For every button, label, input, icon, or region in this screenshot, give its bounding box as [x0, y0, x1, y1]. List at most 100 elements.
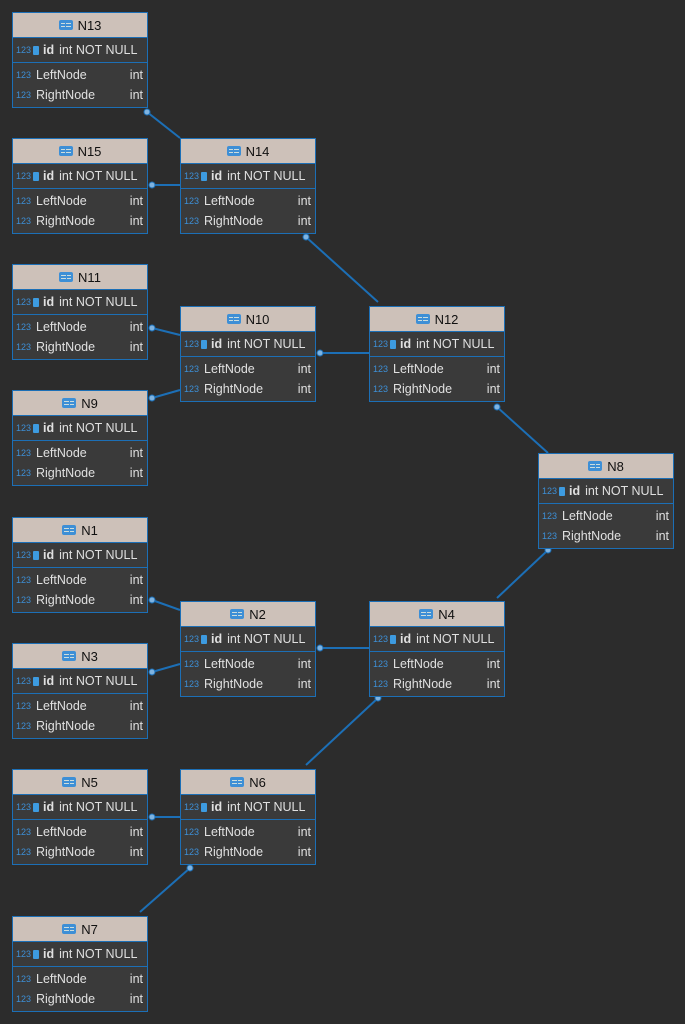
table-header[interactable]: N2	[181, 602, 315, 627]
table-header[interactable]: N4	[370, 602, 504, 627]
table-header[interactable]: N13	[13, 13, 147, 38]
table-header[interactable]: N8	[539, 454, 673, 479]
table-header[interactable]: N14	[181, 139, 315, 164]
column-type: int	[129, 972, 143, 986]
numeric-type-icon: 123	[184, 679, 200, 689]
column-name: id	[43, 421, 55, 435]
table-header[interactable]: N7	[13, 917, 147, 942]
table-name: N4	[438, 606, 455, 622]
relation-line-n12-n8[interactable]	[496, 406, 549, 454]
relation-line-n6-n4[interactable]	[305, 697, 379, 766]
relation-line-n14-n12[interactable]	[305, 236, 379, 303]
table-header[interactable]: N11	[13, 265, 147, 290]
column-name: LeftNode	[204, 657, 255, 671]
table-header[interactable]: N15	[13, 139, 147, 164]
relation-line-n1-n2[interactable]	[151, 599, 181, 611]
column-type: int	[129, 214, 143, 228]
table-header[interactable]: N5	[13, 770, 147, 795]
relation-line-n4-n8[interactable]	[496, 549, 549, 599]
column-type: int	[297, 362, 311, 376]
column-type: int	[129, 320, 143, 334]
relation-endpoint-dot	[148, 324, 156, 332]
column-type: int	[129, 68, 143, 82]
relation-line-n3-n2[interactable]	[151, 663, 181, 673]
relation-line-n13-n14[interactable]	[146, 111, 181, 139]
relation-line-n9-n10[interactable]	[151, 389, 181, 399]
relation-endpoint-dot	[148, 813, 156, 821]
table-header[interactable]: N1	[13, 518, 147, 543]
table-header[interactable]: N6	[181, 770, 315, 795]
relation-line-n11-n10[interactable]	[151, 327, 181, 336]
table-header[interactable]: N3	[13, 644, 147, 669]
table-header[interactable]: N9	[13, 391, 147, 416]
column-name: id	[400, 337, 412, 351]
numeric-type-icon: 123	[16, 676, 32, 686]
table-header[interactable]: N12	[370, 307, 504, 332]
column-name: RightNode	[204, 382, 264, 396]
table-header[interactable]: N10	[181, 307, 315, 332]
relation-line-n7-n6[interactable]	[139, 867, 191, 913]
